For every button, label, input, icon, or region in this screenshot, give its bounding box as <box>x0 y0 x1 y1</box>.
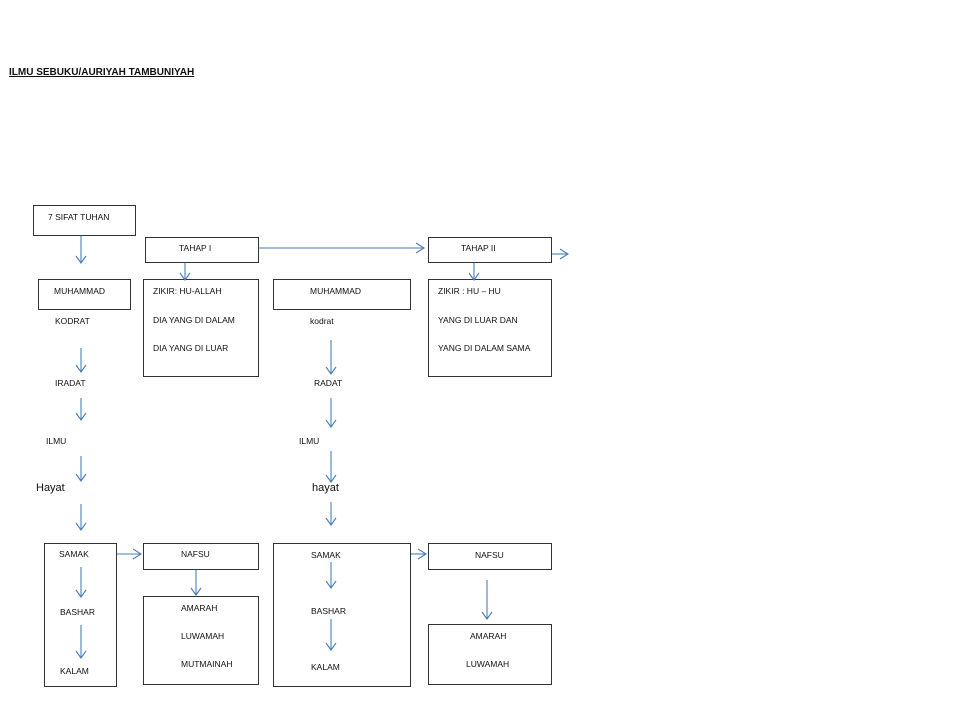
label-zikir-1-line3: DIA YANG DI LUAR <box>153 343 229 353</box>
label-hayat-left: Hayat <box>36 482 65 494</box>
box-samak-left <box>44 543 117 687</box>
label-muhammad-mid: MUHAMMAD <box>310 286 361 296</box>
label-ilmu-mid: ILMU <box>299 436 320 446</box>
arrow-samak-to-nafsu-2 <box>411 548 428 560</box>
arrow-tahap2-onward <box>552 248 570 260</box>
arrow-hayat-to-samak <box>75 504 87 531</box>
label-amarah-1: AMARAH <box>181 603 218 613</box>
arrow-samak-to-nafsu-1 <box>117 548 143 560</box>
box-tahap-2 <box>428 237 552 263</box>
arrow-tahap1-to-tahap2 <box>259 242 426 254</box>
label-nafsu-2: NAFSU <box>475 550 504 560</box>
box-zikir-2 <box>428 279 552 377</box>
label-zikir-2-line3: YANG DI DALAM SAMA <box>438 343 531 353</box>
box-muhammad-left <box>38 279 131 310</box>
label-bashar-mid: BASHAR <box>311 606 346 616</box>
label-amarah-2: AMARAH <box>470 631 507 641</box>
box-7-sifat-tuhan <box>33 205 136 236</box>
arrow-nafsu-1-to-list <box>190 570 202 596</box>
label-zikir-2-line1: ZIKIR : HU – HU <box>438 286 501 296</box>
box-nafsu-1 <box>143 543 259 570</box>
label-tahap-1: TAHAP I <box>179 243 212 253</box>
box-muhammad-mid <box>273 279 411 310</box>
label-kalam-mid: KALAM <box>311 662 340 672</box>
label-tahap-2: TAHAP II <box>461 243 496 253</box>
box-nafsu-2-list <box>428 624 552 685</box>
arrow-tahap2-to-zikir2 <box>468 263 480 281</box>
arrow-ilmu-to-hayat-mid <box>325 451 337 483</box>
box-nafsu-1-list <box>143 596 259 685</box>
label-mutmainah-1: MUTMAINAH <box>181 659 233 669</box>
box-tahap-1 <box>145 237 259 263</box>
arrow-radat-to-ilmu <box>325 398 337 428</box>
arrow-kodrat-to-radat <box>325 340 337 375</box>
label-luwamah-2: LUWAMAH <box>466 659 510 669</box>
label-samak-left: SAMAK <box>59 549 89 559</box>
label-zikir-1-line1: ZIKIR: HU-ALLAH <box>153 286 222 296</box>
label-kalam-left: KALAM <box>60 666 89 676</box>
label-7-sifat-tuhan: 7 SIFAT TUHAN <box>48 212 110 222</box>
label-bashar-left: BASHAR <box>60 607 95 617</box>
label-luwamah-1: LUWAMAH <box>181 631 225 641</box>
label-zikir-1-line2: DIA YANG DI DALAM <box>153 315 235 325</box>
box-zikir-1 <box>143 279 259 377</box>
label-hayat-mid: hayat <box>312 482 339 494</box>
label-radat: RADAT <box>314 378 343 388</box>
arrow-kodrat-to-iradat <box>75 348 87 373</box>
label-iradat: IRADAT <box>55 378 86 388</box>
arrow-iradat-to-ilmu <box>75 398 87 421</box>
label-muhammad-left: MUHAMMAD <box>54 286 105 296</box>
box-samak-mid <box>273 543 411 687</box>
label-samak-mid: SAMAK <box>311 550 341 560</box>
arrow-nafsu-2-to-list <box>481 580 493 620</box>
arrow-sifat-to-muhammad <box>75 236 87 264</box>
arrow-tahap1-to-zikir1 <box>179 263 191 281</box>
label-kodrat-left: KODRAT <box>55 316 90 326</box>
arrow-ilmu-to-hayat <box>75 456 87 482</box>
box-nafsu-2 <box>428 543 552 570</box>
label-ilmu-left: ILMU <box>46 436 67 446</box>
label-kodrat-mid: kodrat <box>310 316 334 326</box>
label-nafsu-1: NAFSU <box>181 549 210 559</box>
label-zikir-2-line2: YANG DI LUAR DAN <box>438 315 518 325</box>
diagram-title: ILMU SEBUKU/AURIYAH TAMBUNIYAH <box>9 67 195 78</box>
arrow-hayat-to-samak-mid <box>325 502 337 526</box>
